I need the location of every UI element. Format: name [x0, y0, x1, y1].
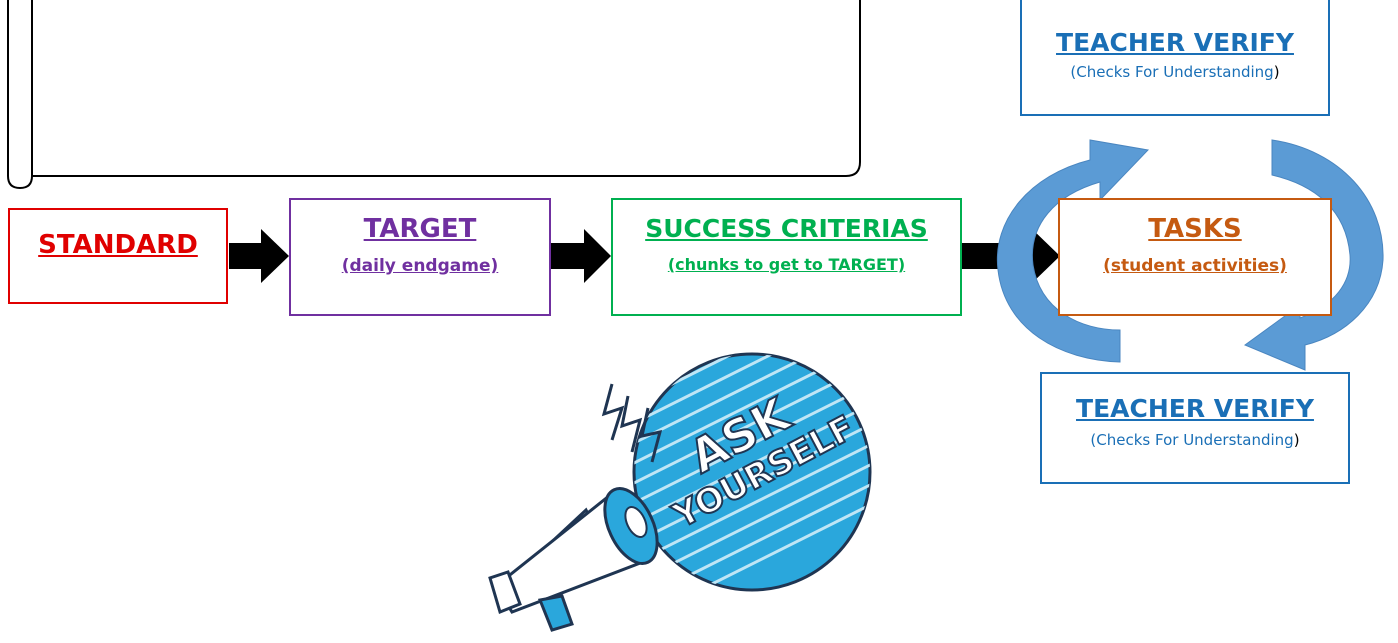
target-sub: (daily endgame) — [341, 256, 499, 276]
teacher-verify-bottom-sub-open: (Checks For Understanding — [1090, 431, 1294, 449]
scroll-banner — [7, 0, 861, 190]
tasks-box: TASKS (student activities) — [1058, 198, 1332, 316]
tasks-label: TASKS — [1148, 214, 1242, 244]
teacher-verify-top-sub-close: ) — [1273, 63, 1280, 81]
success-label: SUCCESS CRITERIAS — [645, 214, 928, 243]
tasks-sub: (student activities) — [1103, 256, 1287, 276]
standard-label: STANDARD — [38, 230, 198, 260]
target-label: TARGET — [363, 214, 477, 244]
teacher-verify-top-box: TEACHER VERIFY (Checks For Understanding… — [1020, 0, 1330, 116]
teacher-verify-bottom-box: TEACHER VERIFY (Checks For Understanding… — [1040, 372, 1350, 484]
success-box: SUCCESS CRITERIAS (chunks to get to TARG… — [611, 198, 962, 316]
standard-box: STANDARD — [8, 208, 228, 304]
arrow-standard-to-target — [229, 229, 289, 283]
teacher-verify-top-sub-open: (Checks For Understanding — [1070, 63, 1274, 81]
teacher-verify-bottom-label: TEACHER VERIFY — [1076, 394, 1314, 423]
cycle-arrow-right — [1243, 139, 1384, 371]
success-sub: (chunks to get to TARGET) — [667, 255, 906, 274]
arrow-target-to-success — [551, 229, 611, 283]
teacher-verify-bottom-sub-close: ) — [1293, 431, 1300, 449]
teacher-verify-top-sub: (Checks For Understanding) — [1022, 63, 1328, 81]
cycle-arrow-left — [996, 139, 1150, 363]
teacher-verify-top-label: TEACHER VERIFY — [1056, 28, 1294, 57]
target-box: TARGET (daily endgame) — [289, 198, 551, 316]
teacher-verify-bottom-sub: (Checks For Understanding) — [1042, 431, 1348, 449]
